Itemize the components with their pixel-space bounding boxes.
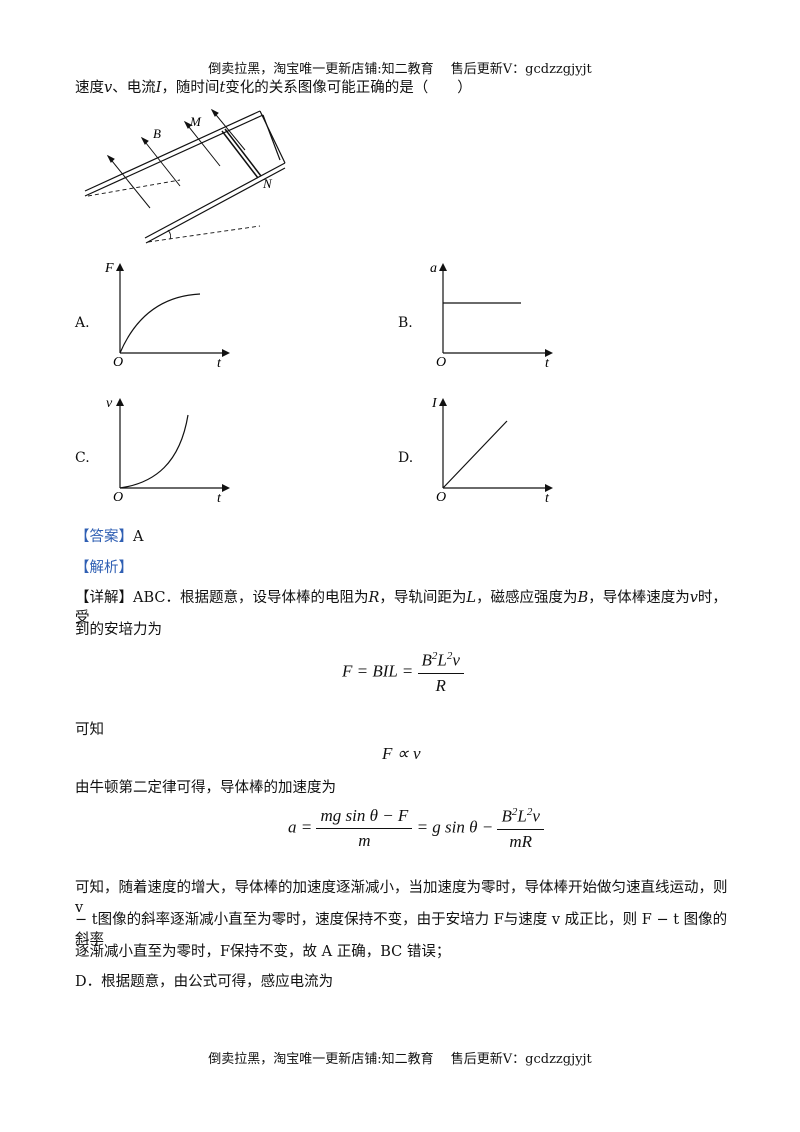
option-c-letter: C. (75, 450, 90, 466)
option-c-graph: v O t (106, 396, 230, 506)
page-header-watermark: 倒卖拉黑，淘宝唯一更新店铺:知二教育 售后更新V：gcdzzgjyjt (208, 62, 592, 77)
line-i-t (442, 420, 508, 489)
axis-label-x: t (217, 491, 222, 506)
conclusion-line-3: 逐渐减小直至为零时，F保持不变，故 A 正确，BC 错误； (75, 944, 451, 960)
axis-label-y: v (106, 396, 113, 411)
label-B: B (153, 126, 161, 141)
axis-label-y: a (430, 261, 437, 276)
axis-label-y: F (104, 261, 114, 276)
option-b-letter: B. (398, 315, 413, 331)
formula-acceleration: a = mg sin θ − F m = g sin θ − B2L2v mR (288, 806, 544, 852)
detail-line-1: 【详解】ABC．根据题意，设导体棒的电阻为R，导轨间距为L，磁感应强度为B，导体… (75, 590, 727, 626)
answer-tag: 【答案】 (75, 529, 133, 545)
kezhi-text: 可知 (75, 722, 104, 738)
analysis-tag: 【解析】 (75, 560, 133, 576)
option-d-graph: I O t (431, 396, 553, 506)
option-b-graph: a O t (430, 261, 553, 371)
origin-label: O (113, 490, 123, 505)
option-d-letter: D. (398, 450, 414, 466)
option-a-letter: A. (75, 315, 90, 331)
incline-rails-figure: B M N (84, 108, 286, 244)
answer-line: 【答案】A (75, 527, 143, 547)
question-text: 速度v、电流I，随时间t变化的关系图像可能正确的是（ ） (75, 80, 472, 96)
formula-ampere-force: F = BIL = B2L2v R (342, 650, 464, 696)
origin-label: O (436, 490, 446, 505)
axis-label-x: t (217, 356, 222, 371)
newton-text: 由牛顿第二定律可得，导体棒的加速度为 (75, 780, 336, 796)
curve-v-t (119, 414, 189, 489)
label-N: N (262, 176, 273, 191)
axis-label-x: t (545, 356, 550, 371)
conclusion-line-2: − t图像的斜率逐渐减小直至为零时，速度保持不变，由于安培力 F与速度 v 成正… (75, 912, 728, 948)
answer-value: A (133, 529, 144, 545)
conclusion-line-1: 可知，随着速度的增大，导体棒的加速度逐渐减小，当加速度为零时，导体棒开始做匀速直… (75, 880, 728, 916)
page-footer-watermark: 倒卖拉黑，淘宝唯一更新店铺:知二教育 售后更新V：gcdzzgjyjt (208, 1052, 592, 1067)
part-d-text: D．根据题意，由公式可得，感应电流为 (75, 974, 334, 990)
axis-label-y: I (431, 396, 438, 411)
origin-label: O (436, 355, 446, 370)
label-M: M (189, 114, 202, 129)
detail-line-2: 到的安培力为 (75, 622, 162, 638)
axis-label-x: t (545, 491, 550, 506)
origin-label: O (113, 355, 123, 370)
option-a-graph: F O t (104, 261, 230, 371)
curve-f-t (119, 293, 201, 354)
formula-proportional: F ∝ v (382, 744, 421, 763)
